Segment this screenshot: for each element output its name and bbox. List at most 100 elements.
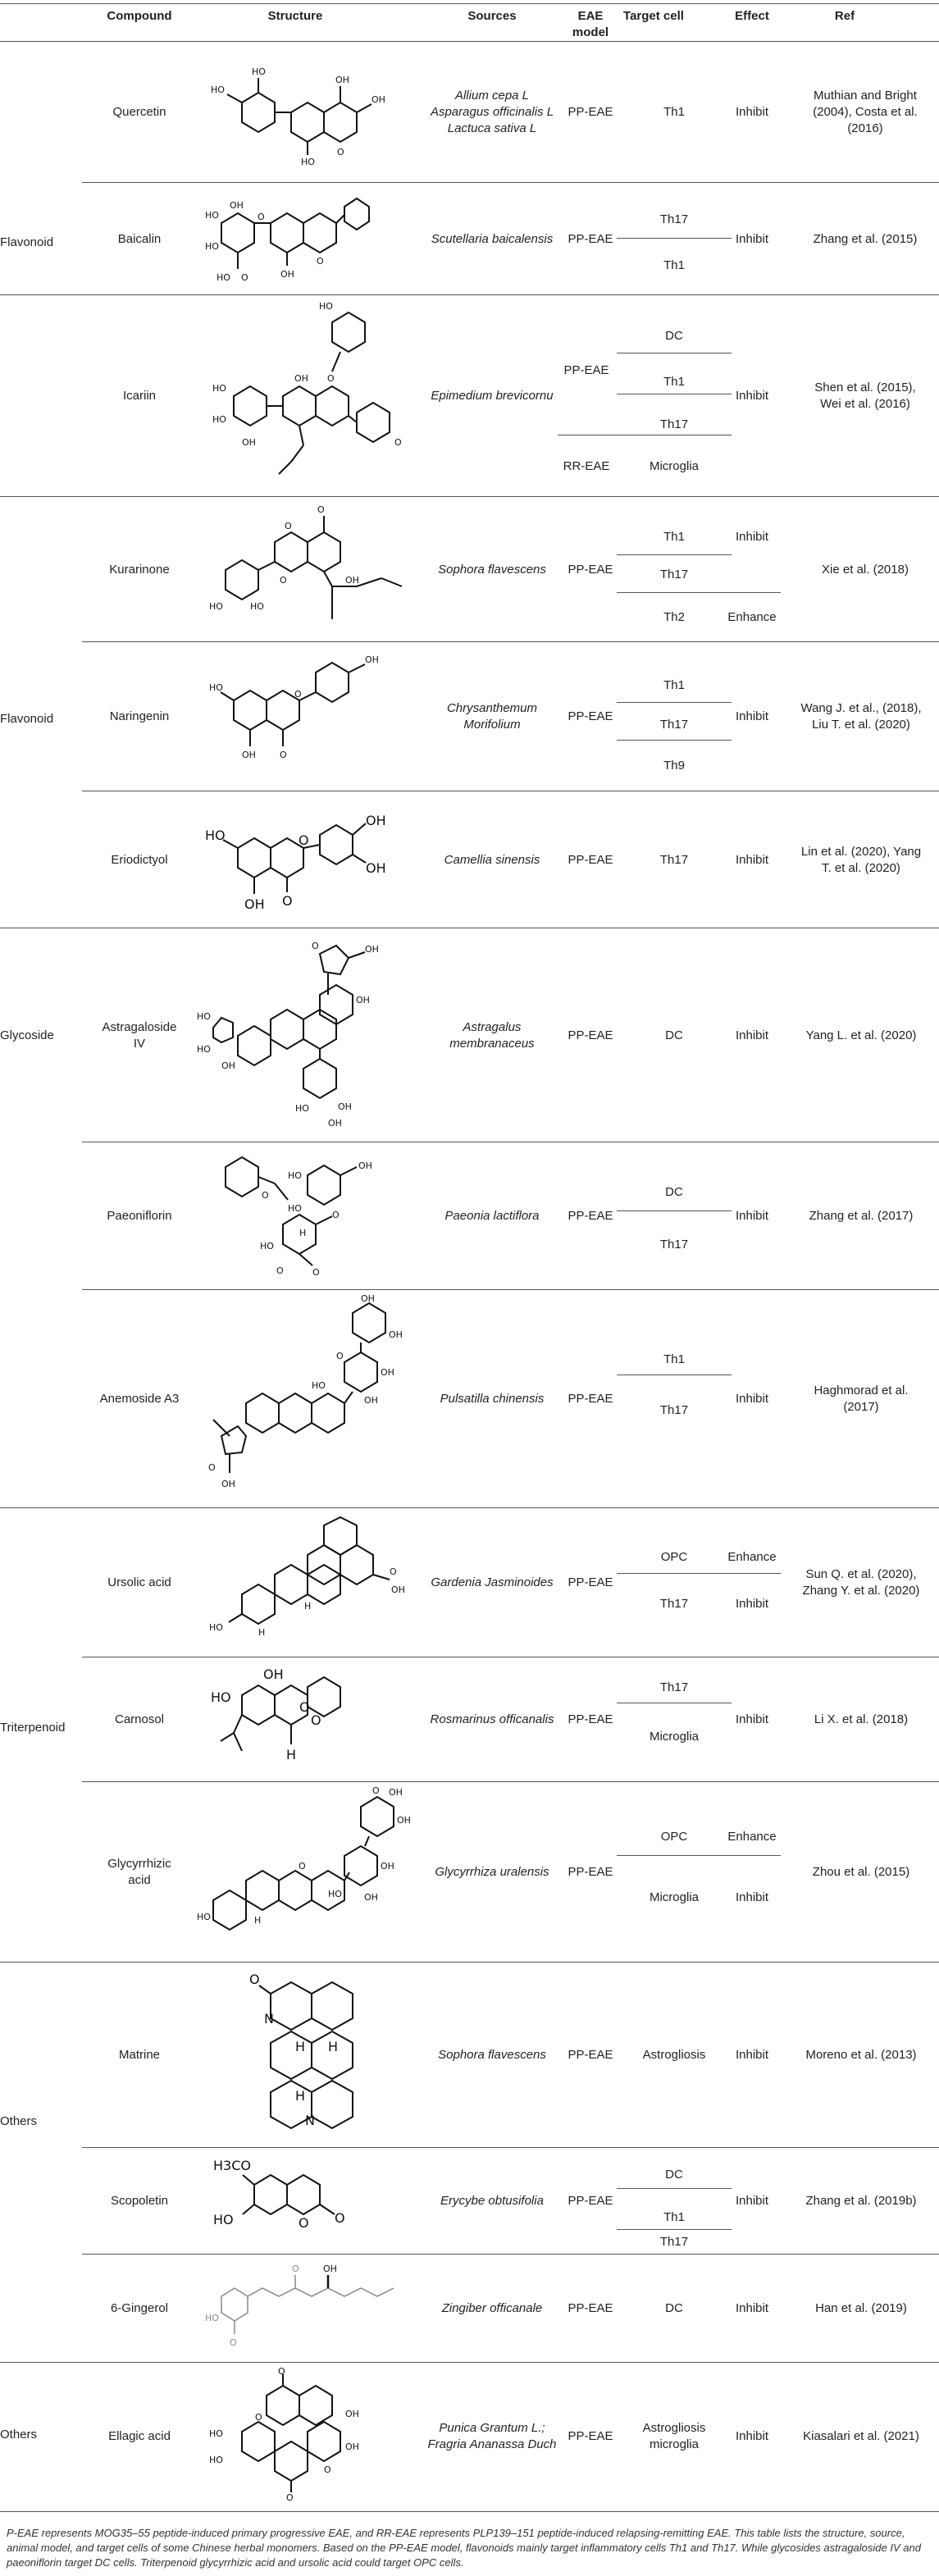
compound-name: Baicalin [117,231,162,246]
atom-label: O [299,832,309,848]
row-rule [82,182,939,183]
structure-naringenin: HO OH OH O O [205,648,402,786]
ref: Li X. et al. (2018) [814,1712,909,1726]
compound-name: Ellagic acid [108,2429,171,2443]
top-rule [0,3,939,4]
header-effect: Effect [735,9,769,23]
sub-rule [617,2188,732,2189]
atom-label: OH [391,1584,405,1595]
atom-label: HO [209,1622,223,1633]
structure-ursolic-acid: O OH HO H H [205,1514,426,1652]
atom-label: OH [361,1293,375,1304]
eae-model: PP-EAE [568,231,613,246]
glycyrrhizic-acid-drawing: O OH OH OH OH HO O HO H [197,1785,411,1931]
atom-label: O [312,941,319,951]
row-rule [82,1289,939,1290]
atom-label: O [312,1267,320,1278]
ref: Zhang et al. (2019b) [805,2194,917,2208]
eae-model: PP-EAE [568,2429,613,2443]
atom-label: HO [209,601,223,612]
atom-label: O [278,2366,285,2377]
eae-model: RR-EAE [563,459,610,473]
ref: Yang L. et al. (2020) [805,1028,917,1042]
anemoside-drawing: OH OH OH OH O HO OH O [208,1293,403,1489]
sub-rule [617,554,732,555]
atom-label: HO [319,301,333,312]
atom-label: OH [381,1861,394,1872]
atom-label: H3CO [213,2158,251,2173]
atom-label: OH [358,1160,372,1171]
eae-model: PP-EAE [568,1575,613,1589]
ref: Shen et al. (2015), Wei et al. (2016) [814,381,916,411]
structure-6-gingerol: O OH HO O [205,2260,418,2357]
eae-model: PP-EAE [568,105,613,119]
sub-rule [617,1855,781,1856]
atom-label: HO [288,1170,302,1181]
eae-model: PP-EAE [568,1209,613,1223]
effect: Inhibit [735,1209,769,1223]
atom-label: O [280,575,287,586]
atom-label: OH [365,654,379,665]
atom-label: OH [263,1666,284,1682]
effect: Inhibit [735,1392,769,1406]
atom-label: OH [242,750,256,760]
target-cell: Th17 [659,417,689,431]
target-cell: Microglia [649,1730,699,1744]
atom-label: HO [209,2428,223,2439]
atom-label: OH [323,2264,337,2274]
target-cell: Th1 [663,678,685,692]
atom-label: OH [244,896,265,912]
source: Paeonia lactiflora [444,1209,540,1223]
compound-name: Glycyrrhizic acid [107,1857,171,1887]
source: Punica Grantum L.; Fragria Ananassa Duch [427,2421,557,2451]
atom-label: HO [312,1380,326,1391]
atom-label: HO [197,1044,211,1055]
atom-label: H [254,1915,261,1926]
atom-label: OH [230,200,244,211]
atom-label: OH [345,2442,359,2452]
baicalin-drawing: HO HO OH O HO O OH O [205,197,370,283]
structure-kurarinone: HO HO O O OH O [205,502,426,638]
atom-label: OH [221,1060,235,1071]
effect: Inhibit [735,530,769,544]
target-cell: DC [665,1185,683,1199]
target-cell: Th17 [659,212,689,226]
ref: Han et al. (2019) [815,2301,907,2315]
atom-label: H [286,1747,296,1762]
atom-label: HO [295,1103,309,1114]
compound-name: Eriodictyol [111,852,168,867]
atom-label: O [282,893,293,909]
target-cell: Th2 [663,610,685,624]
effect: Inhibit [735,2048,769,2062]
atom-label: HO [205,210,219,221]
effect: Inhibit [735,1890,769,1904]
atom-label: OH [294,373,308,384]
atom-label: HO [288,1203,302,1214]
atom-label: O [299,1861,306,1872]
atom-label: O [249,1972,260,1987]
atom-label: O [390,1566,397,1577]
effect: Inhibit [735,852,769,867]
atom-label: O [299,1699,310,1715]
atom-label: HO [328,1889,342,1899]
ref: Muthian and Bright (2004), Costa et al. … [813,89,918,135]
atom-label: O [337,147,344,157]
ref: Zhang et al. (2017) [809,1209,914,1223]
effect: Enhance [727,1550,777,1564]
effect: Enhance [727,610,777,624]
atom-label: O [327,373,335,384]
target-cell: DC [665,329,683,343]
atom-label: HO [250,601,264,612]
target-cell: Th1 [663,258,685,272]
source: Pulsatilla chinensis [440,1392,545,1406]
row-rule [0,496,939,497]
effect: Inhibit [735,1028,769,1042]
atom-label: HO [211,84,225,95]
atom-label: H [258,1627,265,1638]
atom-label: O [241,272,248,283]
ref: Zhang et al. (2015) [813,231,918,246]
category-others: Others [0,2428,38,2442]
target-cell: Th17 [659,1238,689,1252]
header-eae-model: EAE model [566,8,615,41]
atom-label: O [311,1712,321,1728]
